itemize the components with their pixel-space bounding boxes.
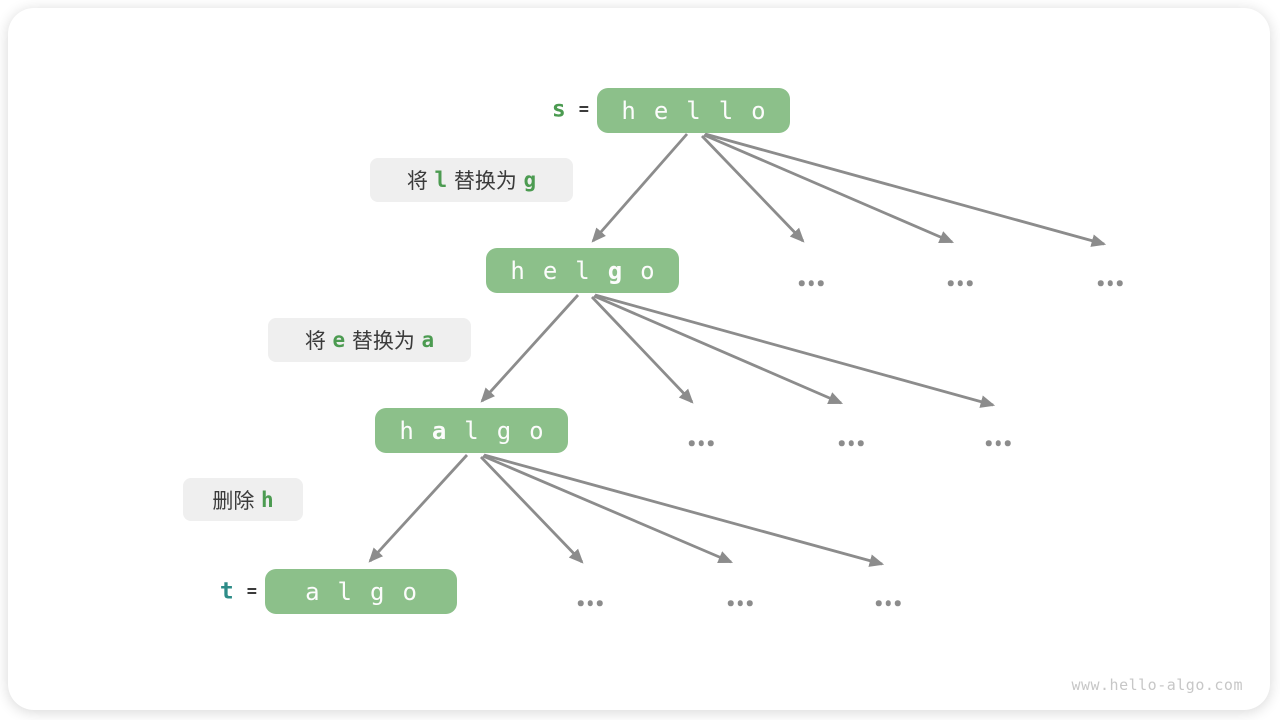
string-char: l (718, 96, 734, 125)
string-char: g (370, 577, 385, 606)
string-char: o (402, 577, 417, 606)
variable-symbol-s: s (551, 96, 566, 123)
ellipsis-dot (1097, 280, 1104, 286)
string-char: l (464, 416, 479, 445)
op-label-text: 替换为 (345, 329, 422, 353)
string-char: l (575, 256, 590, 285)
string-char: e (653, 96, 669, 125)
string-char: h (621, 96, 636, 125)
string-char: e (542, 256, 558, 285)
variable-symbol-t: t (219, 578, 234, 605)
ellipsis-dot (995, 440, 1001, 446)
string-char-edited: a (431, 416, 447, 445)
ellipsis-dot (875, 600, 882, 606)
ellipsis-node (838, 440, 864, 446)
string-char: l (337, 577, 352, 606)
string-char: o (751, 96, 766, 125)
op-delete-h: 删除 h (183, 478, 303, 521)
ellipsis-dot (808, 280, 814, 286)
ellipsis-dot (848, 440, 854, 446)
ellipsis-dot (947, 280, 954, 286)
ellipsis-dot (894, 600, 901, 606)
ellipsis-node (947, 280, 973, 286)
ellipsis-dot (985, 440, 992, 446)
op-replace-e-with-a: 将 e 替换为 a (268, 318, 471, 362)
equals-sign: = (578, 99, 589, 120)
ellipsis-dot (817, 280, 824, 286)
op-label-code-char: a (421, 328, 435, 352)
op-label-text: 将 (406, 169, 435, 193)
op-label-text: 将 (304, 329, 333, 353)
ellipsis-dot (698, 440, 704, 446)
ellipsis-dot (727, 600, 734, 606)
ellipsis-dot (707, 440, 714, 446)
op-replace-l-with-g: 将 l 替换为 g (370, 158, 573, 202)
op-label-code-char: e (332, 328, 346, 352)
ellipsis-node (727, 600, 753, 606)
string-char: a (305, 577, 320, 606)
string-char: l (686, 96, 701, 125)
ellipsis-dot (966, 280, 973, 286)
ellipsis-dot (746, 600, 753, 606)
ellipsis-node (875, 600, 901, 606)
string-char: o (640, 256, 655, 285)
op-label-text: 替换为 (447, 169, 524, 193)
ellipsis-node (985, 440, 1011, 446)
string-char-edited: g (607, 256, 623, 285)
ellipsis-node (577, 600, 603, 606)
string-char: h (399, 416, 414, 445)
string-char: o (529, 416, 544, 445)
ellipsis-dot (577, 600, 584, 606)
ellipsis-node (1097, 280, 1123, 286)
ellipsis-dot (1004, 440, 1011, 446)
op-label-code-char: h (261, 487, 274, 512)
ellipsis-node (798, 280, 824, 286)
ellipsis-dot (885, 600, 891, 606)
op-label-code-char: l (434, 168, 448, 192)
ellipsis-dot (857, 440, 864, 446)
ellipsis-node (688, 440, 714, 446)
ellipsis-dot (957, 280, 963, 286)
string-char: h (510, 256, 525, 285)
ellipsis-dot (688, 440, 695, 446)
ellipsis-dot (596, 600, 603, 606)
op-label-text: 删除 (212, 488, 262, 513)
ellipsis-dot (798, 280, 805, 286)
var-label-s: s= (551, 96, 589, 123)
watermark-url: www.hello-algo.com (1071, 676, 1243, 694)
ellipsis-dot (587, 600, 593, 606)
ellipsis-dot (1107, 280, 1113, 286)
ellipsis-dot (838, 440, 845, 446)
op-label-code-char: g (523, 168, 537, 192)
var-label-t: t= (219, 578, 257, 605)
string-char: g (496, 416, 512, 445)
ellipsis-dot (1116, 280, 1123, 286)
ellipsis-dot (737, 600, 743, 606)
equals-sign: = (246, 581, 257, 602)
